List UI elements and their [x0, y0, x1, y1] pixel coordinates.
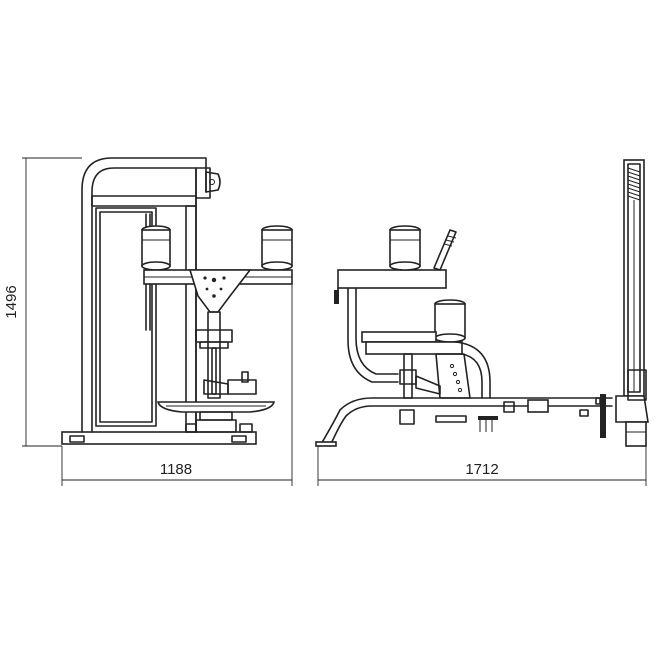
side-length-dimension-label: 1712 — [465, 461, 498, 478]
side-top-pad — [389, 225, 421, 271]
height-dimension-label: 1496 — [3, 285, 20, 318]
front-width-dimension: 1188 — [61, 282, 293, 486]
front-left-pad — [141, 225, 171, 271]
side-lower-pad — [434, 299, 466, 343]
spring-coil — [627, 167, 641, 201]
front-width-dimension-label: 1188 — [160, 461, 192, 478]
side-length-dimension: 1712 — [317, 446, 647, 486]
side-view — [315, 159, 649, 447]
front-right-pad — [261, 225, 293, 271]
front-view — [61, 157, 293, 445]
height-dimension: 1496 — [3, 157, 82, 447]
